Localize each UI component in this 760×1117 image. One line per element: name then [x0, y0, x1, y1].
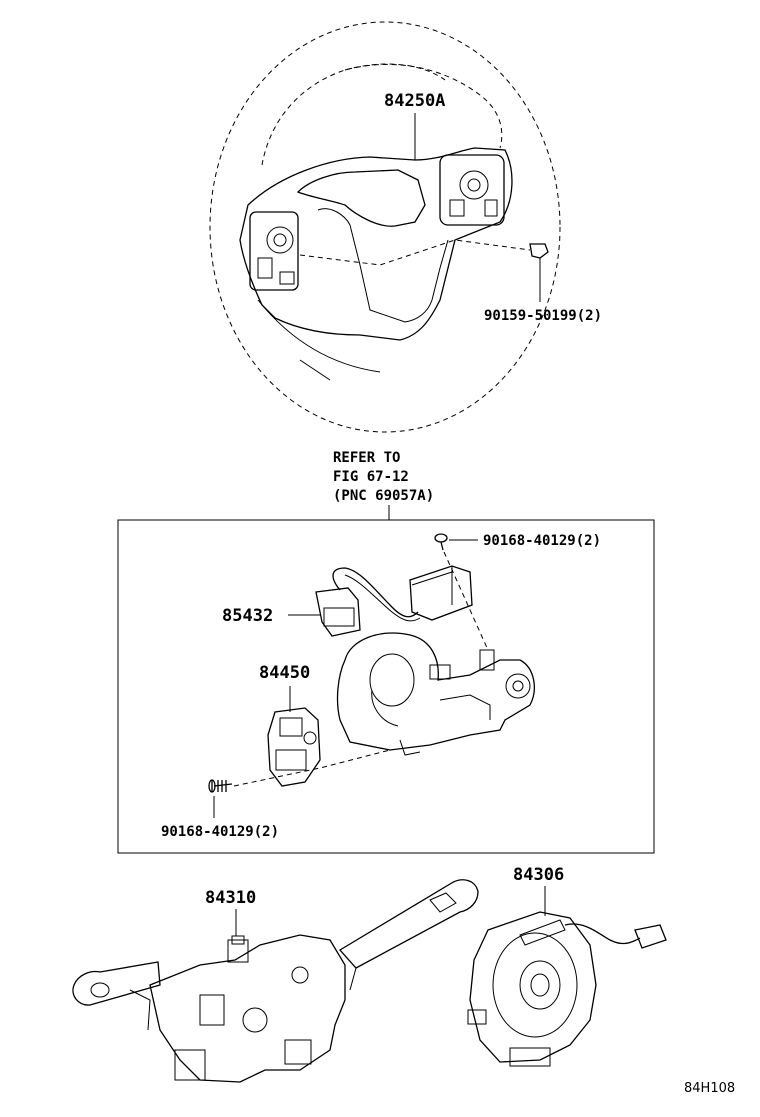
- refer-line-2: FIG 67-12: [333, 469, 409, 485]
- upper-screw-illustration: [434, 533, 489, 651]
- label-85432: 85432: [222, 606, 273, 626]
- switch-body-illustration: [336, 632, 535, 756]
- label-90168-40129-lower: 90168-40129(2): [161, 824, 279, 840]
- spiral-cable-illustration: [467, 911, 667, 1067]
- lower-screw-illustration: [208, 749, 391, 818]
- wire-harness-illustration: [315, 565, 473, 637]
- refer-line-1: REFER TO: [333, 450, 400, 466]
- label-84310: 84310: [205, 888, 256, 908]
- label-84250A: 84250A: [384, 91, 445, 111]
- assembly-box: [117, 519, 655, 854]
- combination-switch-illustration: [72, 879, 479, 1083]
- label-90168-40129-upper: 90168-40129(2): [483, 533, 601, 549]
- wiper-switch-illustration: [267, 707, 321, 787]
- refer-line-3: (PNC 69057A): [333, 488, 434, 504]
- label-90159-50199: 90159-50199(2): [484, 308, 602, 324]
- diagram-code: 84H108: [684, 1081, 735, 1096]
- label-84450: 84450: [259, 663, 310, 683]
- steering-wheel-illustration: [209, 21, 561, 433]
- label-84306: 84306: [513, 865, 564, 885]
